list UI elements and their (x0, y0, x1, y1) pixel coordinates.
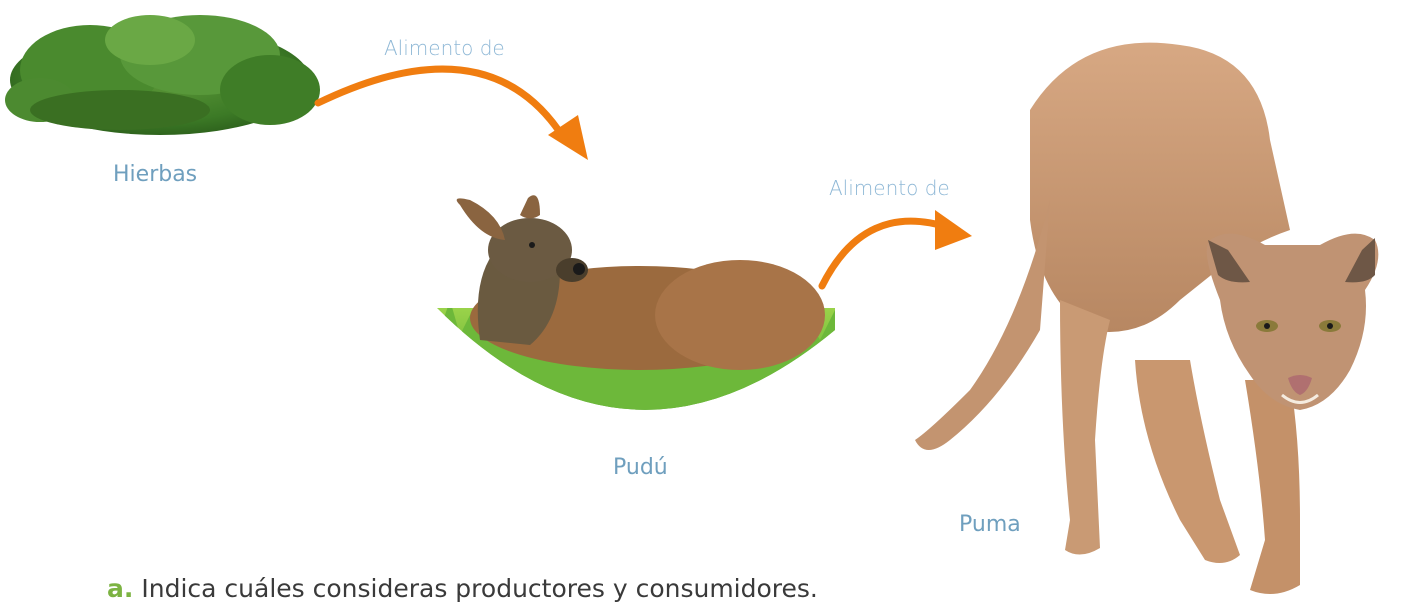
pudu-deer-illustration (437, 195, 835, 410)
question-text: Indica cuáles consideras productores y c… (141, 574, 818, 603)
herbs-illustration (5, 15, 320, 135)
arrow-pudu-to-puma (818, 210, 972, 290)
question-letter: a. (107, 574, 134, 603)
label-hierbas: Hierbas (113, 162, 198, 187)
arrow-hierbas-to-pudu (314, 65, 588, 160)
arrow-label-2: Alimento de (829, 176, 950, 200)
question-a: a.Indica cuáles consideras productores y… (107, 574, 818, 603)
label-puma: Puma (959, 512, 1021, 537)
arrow-label-1: Alimento de (384, 36, 505, 60)
puma-illustration (915, 42, 1379, 594)
label-pudu: Pudú (613, 455, 668, 480)
